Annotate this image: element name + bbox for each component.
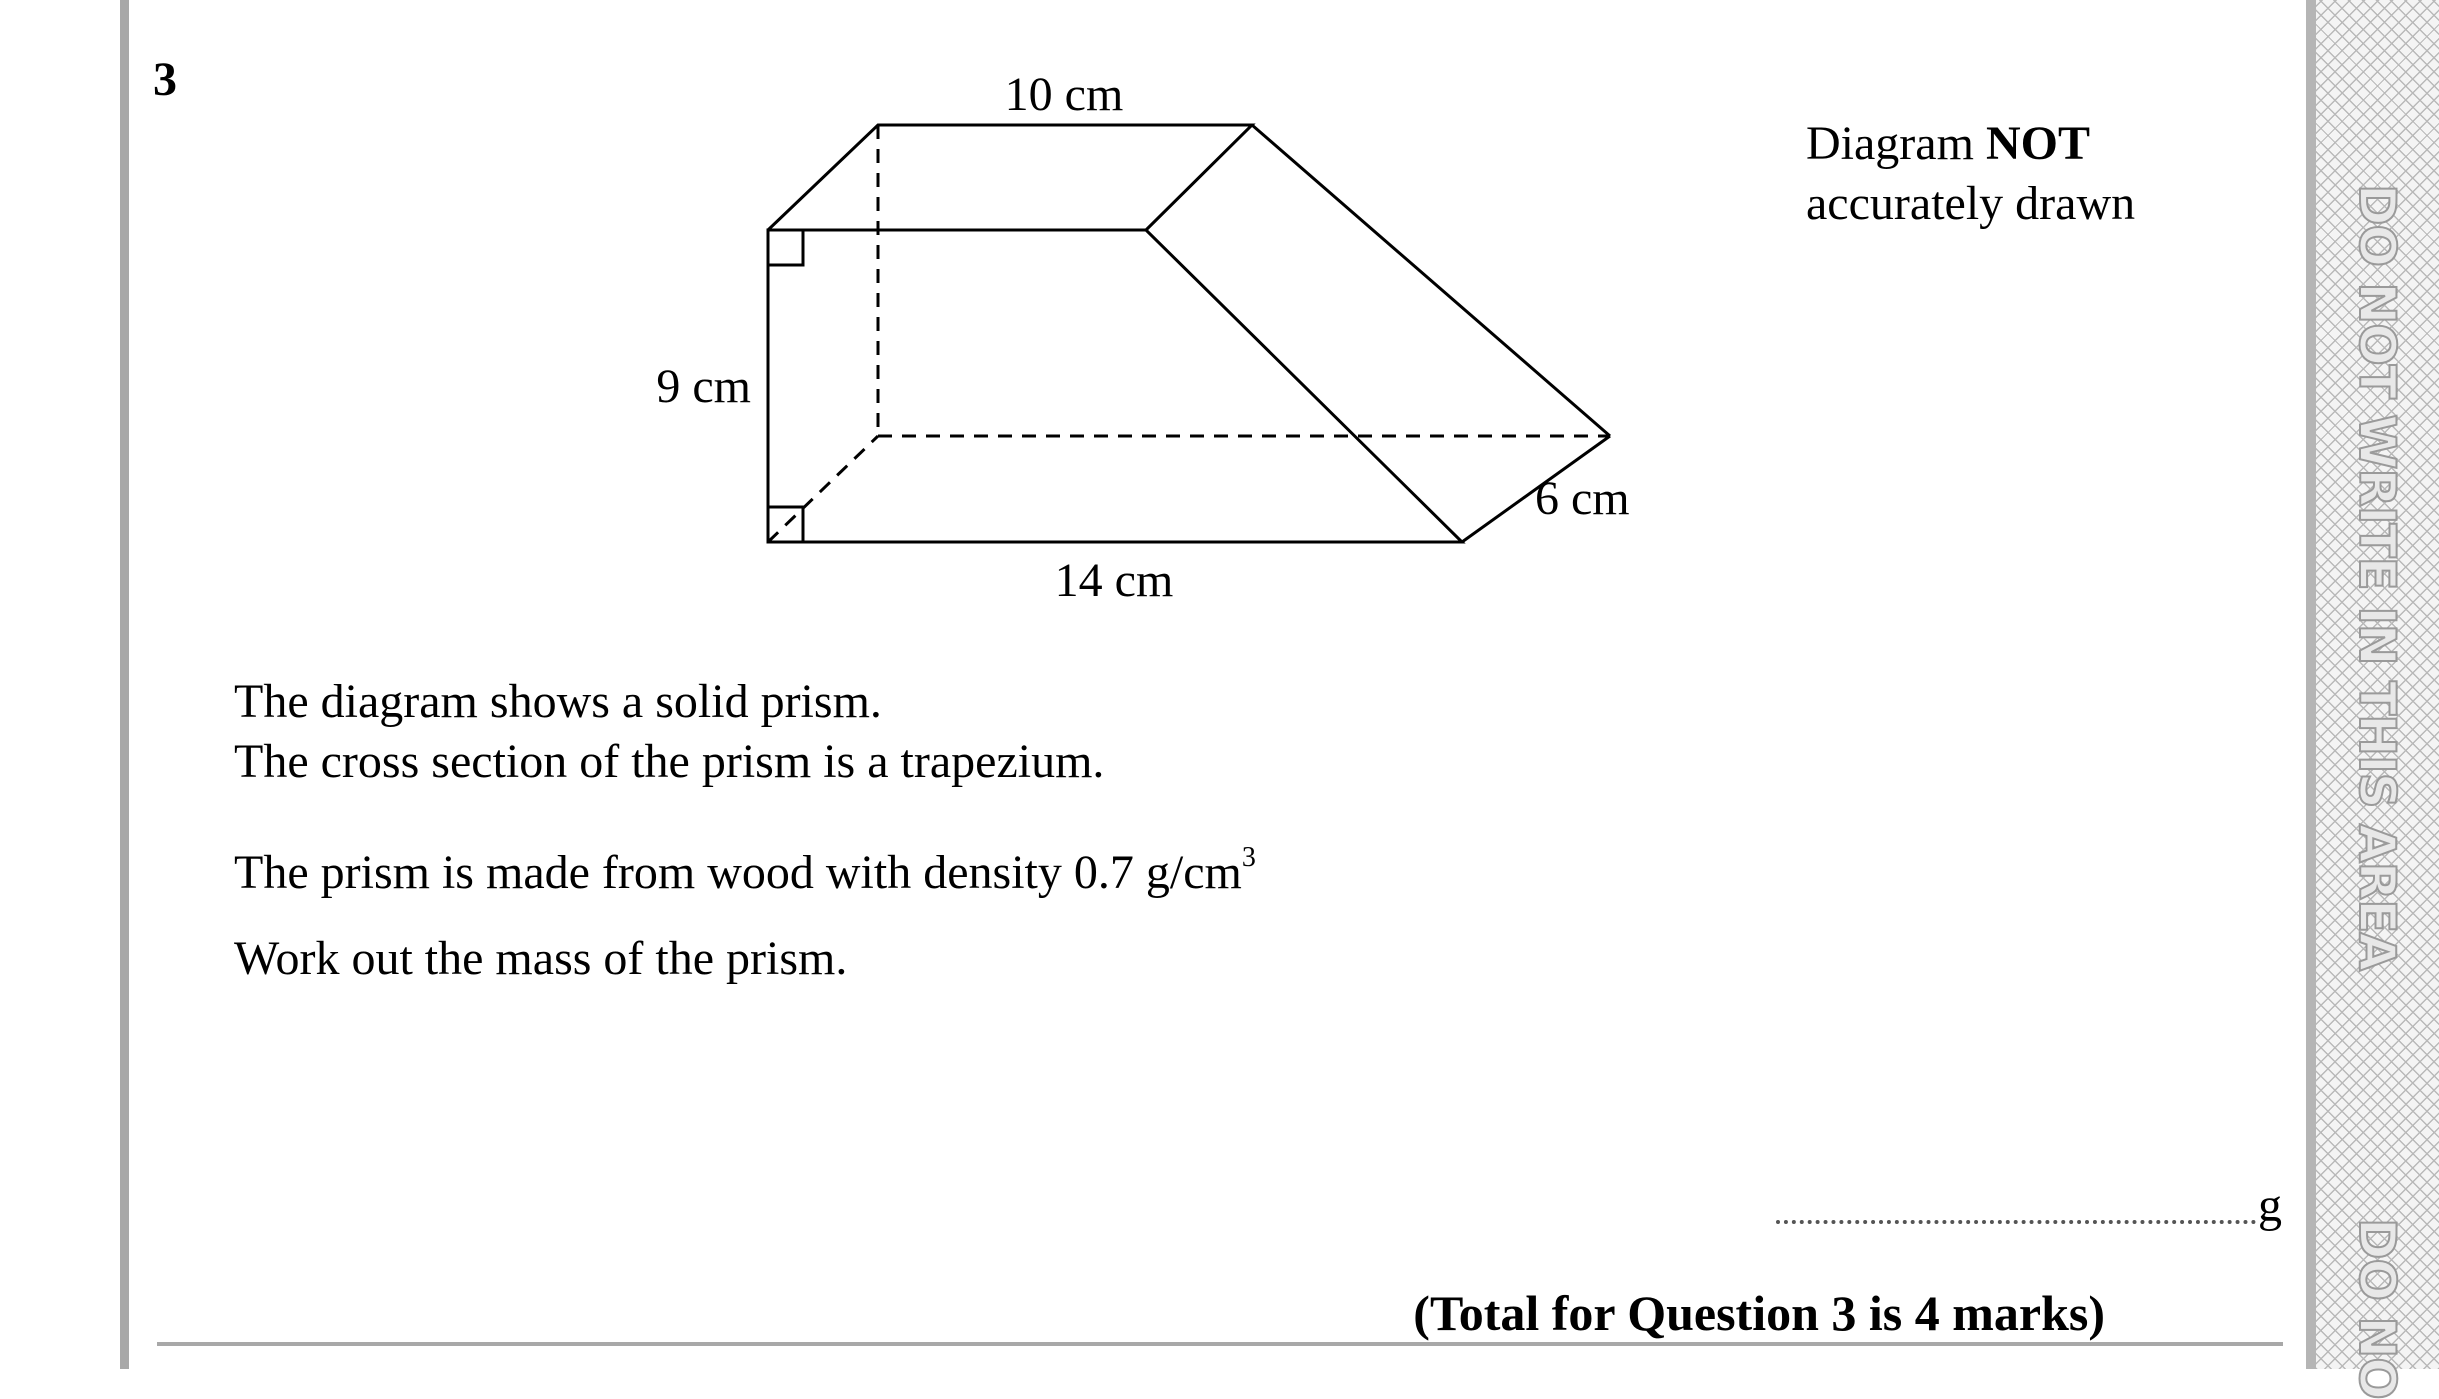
question-text-line2: The cross section of the prism is a trap… bbox=[234, 735, 1105, 788]
depth-edge bbox=[1461, 434, 1611, 544]
diagram-note: Diagram NOT accurately drawn bbox=[1806, 114, 2135, 234]
label-bottom-length: 14 cm bbox=[1055, 554, 1174, 607]
margin-hatched-area bbox=[2316, 0, 2439, 1369]
diagram-note-emphasis: NOT bbox=[1985, 117, 2090, 170]
label-top-length: 10 cm bbox=[1005, 68, 1124, 121]
question-text-line1: The diagram shows a solid prism. bbox=[234, 675, 882, 728]
hidden-edge-diagonal bbox=[766, 434, 880, 544]
answer-unit: g bbox=[2258, 1179, 2282, 1232]
question-number: 3 bbox=[153, 53, 177, 106]
diagram-note-prefix: Diagram bbox=[1806, 117, 1986, 170]
margin-warning-text-cut: DO NO bbox=[2347, 1217, 2407, 1399]
density-statement: The prism is made from wood with density… bbox=[234, 846, 1242, 899]
density-text: The prism is made from wood with density… bbox=[234, 828, 1256, 903]
margin-warning-text: DO NOT WRITE IN THIS AREA bbox=[2347, 183, 2407, 971]
left-margin-rule bbox=[120, 0, 129, 1369]
prism-diagram: 10 cm 9 cm 14 cm 6 cm bbox=[656, 68, 1630, 607]
front-face bbox=[766, 228, 1466, 544]
label-height: 9 cm bbox=[656, 360, 751, 413]
question-text-intro: The diagram shows a solid prism. The cro… bbox=[234, 672, 1104, 792]
bottom-rule bbox=[157, 1342, 2283, 1346]
instruction-text: Work out the mass of the prism. bbox=[234, 932, 848, 985]
total-marks: (Total for Question 3 is 4 marks) bbox=[1413, 1285, 2105, 1341]
diagram-note-line2: accurately drawn bbox=[1806, 177, 2136, 230]
label-depth: 6 cm bbox=[1535, 472, 1630, 525]
density-superscript: 3 bbox=[1241, 842, 1256, 873]
top-face bbox=[766, 123, 1256, 232]
right-margin-rule bbox=[2306, 0, 2316, 1369]
slant-back-edge bbox=[1251, 123, 1611, 438]
right-angle-marker-top bbox=[766, 228, 805, 267]
right-angle-marker-bottom bbox=[766, 505, 805, 544]
answer-line[interactable] bbox=[1776, 1220, 2256, 1224]
